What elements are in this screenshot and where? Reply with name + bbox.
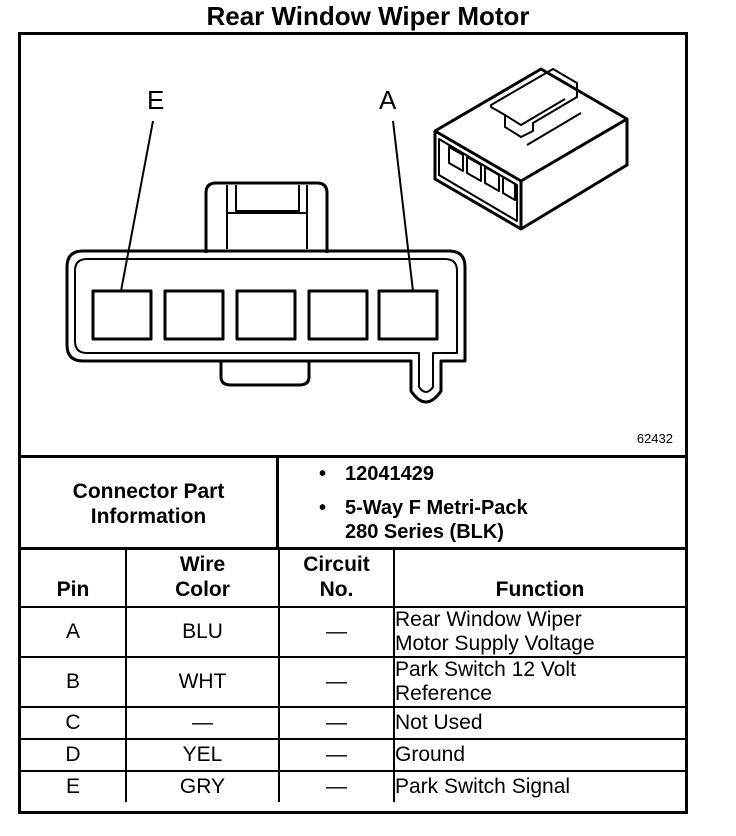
leader-line-e: [120, 120, 154, 292]
pin-cavity-a: [377, 289, 439, 341]
cell-wire: YEL: [125, 738, 280, 772]
pin-cavity-b: [307, 289, 369, 341]
connector-info-label: Connector Part Information: [21, 458, 279, 550]
bullet-icon: •: [319, 463, 327, 485]
connector-info-values: • 12041429 • 5-Way F Metri-Pack 280 Seri…: [279, 458, 685, 550]
cell-circuit: —: [278, 770, 395, 802]
cell-pin: A: [21, 606, 127, 658]
pin-cavity-e: [91, 289, 153, 341]
cell-wire: —: [125, 706, 280, 740]
pin-cavity-d: [163, 289, 225, 341]
bullet-icon: •: [319, 497, 327, 519]
table-row: E GRY — Park Switch Signal: [21, 770, 685, 802]
cell-circuit: —: [278, 656, 395, 708]
part-number: 12041429: [345, 463, 434, 485]
connector-diagram: E A 62432: [21, 35, 685, 455]
pin-cavity-c: [235, 289, 297, 341]
cell-pin: C: [21, 706, 127, 740]
connector-info-label-line2: Information: [90, 505, 207, 528]
cell-circuit: —: [278, 706, 395, 740]
connector-type-line1: 5-Way F Metri-Pack: [345, 497, 528, 519]
cell-function: Ground: [393, 738, 685, 772]
cell-circuit: —: [278, 738, 395, 772]
connector-latch: [204, 181, 329, 253]
table-row: C — — Not Used: [21, 706, 685, 740]
cell-pin: E: [21, 770, 127, 802]
cell-pin: D: [21, 738, 127, 772]
table-row: D YEL — Ground: [21, 738, 685, 772]
cell-wire: BLU: [125, 606, 280, 658]
cell-function: Park Switch Signal: [393, 770, 685, 802]
cell-function: Not Used: [393, 706, 685, 740]
connector-sheet: E A 62432 Connector Part Information • 1…: [18, 32, 688, 814]
connector-part-info: Connector Part Information • 12041429 • …: [21, 455, 685, 550]
pin-label-a: A: [379, 85, 397, 115]
pin-label-e: E: [147, 85, 165, 115]
leader-line-a: [392, 120, 414, 292]
cell-circuit: —: [278, 606, 395, 658]
cell-wire: WHT: [125, 656, 280, 708]
header-function: Function: [393, 547, 685, 608]
connector-housing: [65, 249, 467, 404]
page-title: Rear Window Wiper Motor: [206, 1, 530, 31]
connector-type-line2: 280 Series (BLK): [345, 521, 504, 543]
connector-info-label-line1: Connector Part: [72, 480, 225, 503]
connector-isometric-view: [433, 67, 629, 231]
cell-wire: GRY: [125, 770, 280, 802]
cell-pin: B: [21, 656, 127, 708]
figure-id: 62432: [636, 431, 673, 446]
connector-bottom-tab: [219, 361, 311, 387]
connector-drawing: [65, 67, 629, 404]
header-pin: Pin: [21, 547, 127, 608]
